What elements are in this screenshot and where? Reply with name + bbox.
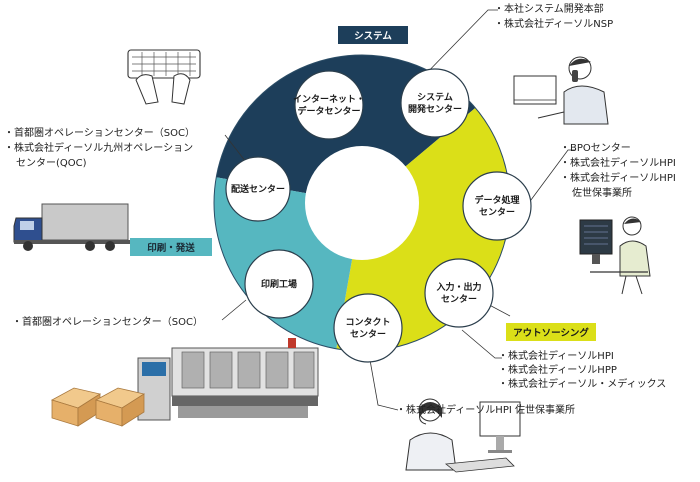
print-ship-tag: 印刷・発送 xyxy=(130,238,212,256)
annotation-top-right: ・本社システム開発本部 ・株式会社ディーソルNSP xyxy=(494,2,613,32)
center-node-label: センター xyxy=(350,328,386,340)
center-node-label: データ処理 xyxy=(474,194,519,206)
annotation-line: 佐世保事業所 xyxy=(572,188,632,199)
annotation-line: ・株式会社ディーソル九州オペレーション xyxy=(4,143,194,154)
annotation-bottom-right: ・株式会社ディーソルHPI ・株式会社ディーソルHPP ・株式会社ディーソル・メ… xyxy=(498,350,666,392)
phone-worker-icon xyxy=(513,56,609,125)
outsourcing-tag: アウトソーシング xyxy=(506,323,596,341)
annotation-left-mid: ・首都圏オペレーションセンター（SOC） xyxy=(12,315,203,330)
truck-icon xyxy=(13,203,130,251)
center-node-delivery: 配送センター xyxy=(225,156,291,222)
annotation-line: ・本社システム開発本部 xyxy=(494,4,604,15)
center-nodes: インターネット・データセンターシステム開発センターデータ処理センター入力・出力セ… xyxy=(225,68,532,363)
headset-operator-icon xyxy=(405,398,521,473)
center-node-circle xyxy=(424,258,494,328)
center-node-circle xyxy=(333,293,403,363)
center-node-label: インターネット・ xyxy=(293,93,365,105)
center-node-circle xyxy=(294,70,364,140)
data-worker-icon xyxy=(579,216,651,295)
center-node-label: 印刷工場 xyxy=(261,278,297,290)
annotation-line: ・株式会社ディーソルHPI 佐世保事業所 xyxy=(396,405,575,416)
annotation-line: ・首都圏オペレーションセンター（SOC） xyxy=(12,317,204,328)
annotation-line: ・株式会社ディーソルHPI xyxy=(560,173,676,184)
center-node-circle xyxy=(400,68,470,138)
annotation-line: ・首都圏オペレーションセンター（SOC） xyxy=(4,128,196,139)
annotation-left-top: ・首都圏オペレーションセンター（SOC） ・株式会社ディーソル九州オペレーション… xyxy=(4,126,195,171)
annotation-line: ・株式会社ディーソルHPI xyxy=(560,158,676,169)
center-node-circle xyxy=(244,249,314,319)
center-node-label: システム xyxy=(417,92,453,103)
boxes-icon xyxy=(50,387,146,427)
center-node-label: データセンター xyxy=(297,105,360,117)
annotation-line: ・株式会社ディーソル・メディックス xyxy=(498,379,667,390)
center-node-circle xyxy=(462,171,532,241)
center-node-printing: 印刷工場 xyxy=(244,249,314,319)
annotation-line: ・株式会社ディーソルHPP xyxy=(498,365,617,376)
annotation-right: ・BPOセンター ・株式会社ディーソルHPI ・株式会社ディーソルHPI 佐世保… xyxy=(560,141,676,201)
center-node-label: 入力・出力 xyxy=(435,281,481,293)
annotation-line: ・株式会社ディーソルHPI xyxy=(498,351,614,362)
center-node-label: センター xyxy=(479,206,515,218)
annotation-line: ・BPOセンター xyxy=(560,143,631,154)
keyboard-hands-icon xyxy=(127,49,201,105)
wheel-center xyxy=(305,146,419,260)
center-node-label: コンタクト xyxy=(345,316,390,328)
system-tag: システム xyxy=(338,26,408,44)
annotation-line: ・株式会社ディーソルNSP xyxy=(494,19,614,30)
center-node-internet: インターネット・データセンター xyxy=(293,70,365,140)
annotation-bottom: ・株式会社ディーソルHPI 佐世保事業所 xyxy=(396,403,575,418)
printing-press-icon xyxy=(137,338,319,421)
annotation-line: センター(QOC) xyxy=(16,158,87,169)
center-node-label: センター xyxy=(441,293,477,305)
center-node-label: 開発センター xyxy=(408,103,462,115)
center-node-circle xyxy=(225,156,291,222)
center-node-label: 配送センター xyxy=(231,183,285,195)
connector-lines xyxy=(221,9,575,411)
